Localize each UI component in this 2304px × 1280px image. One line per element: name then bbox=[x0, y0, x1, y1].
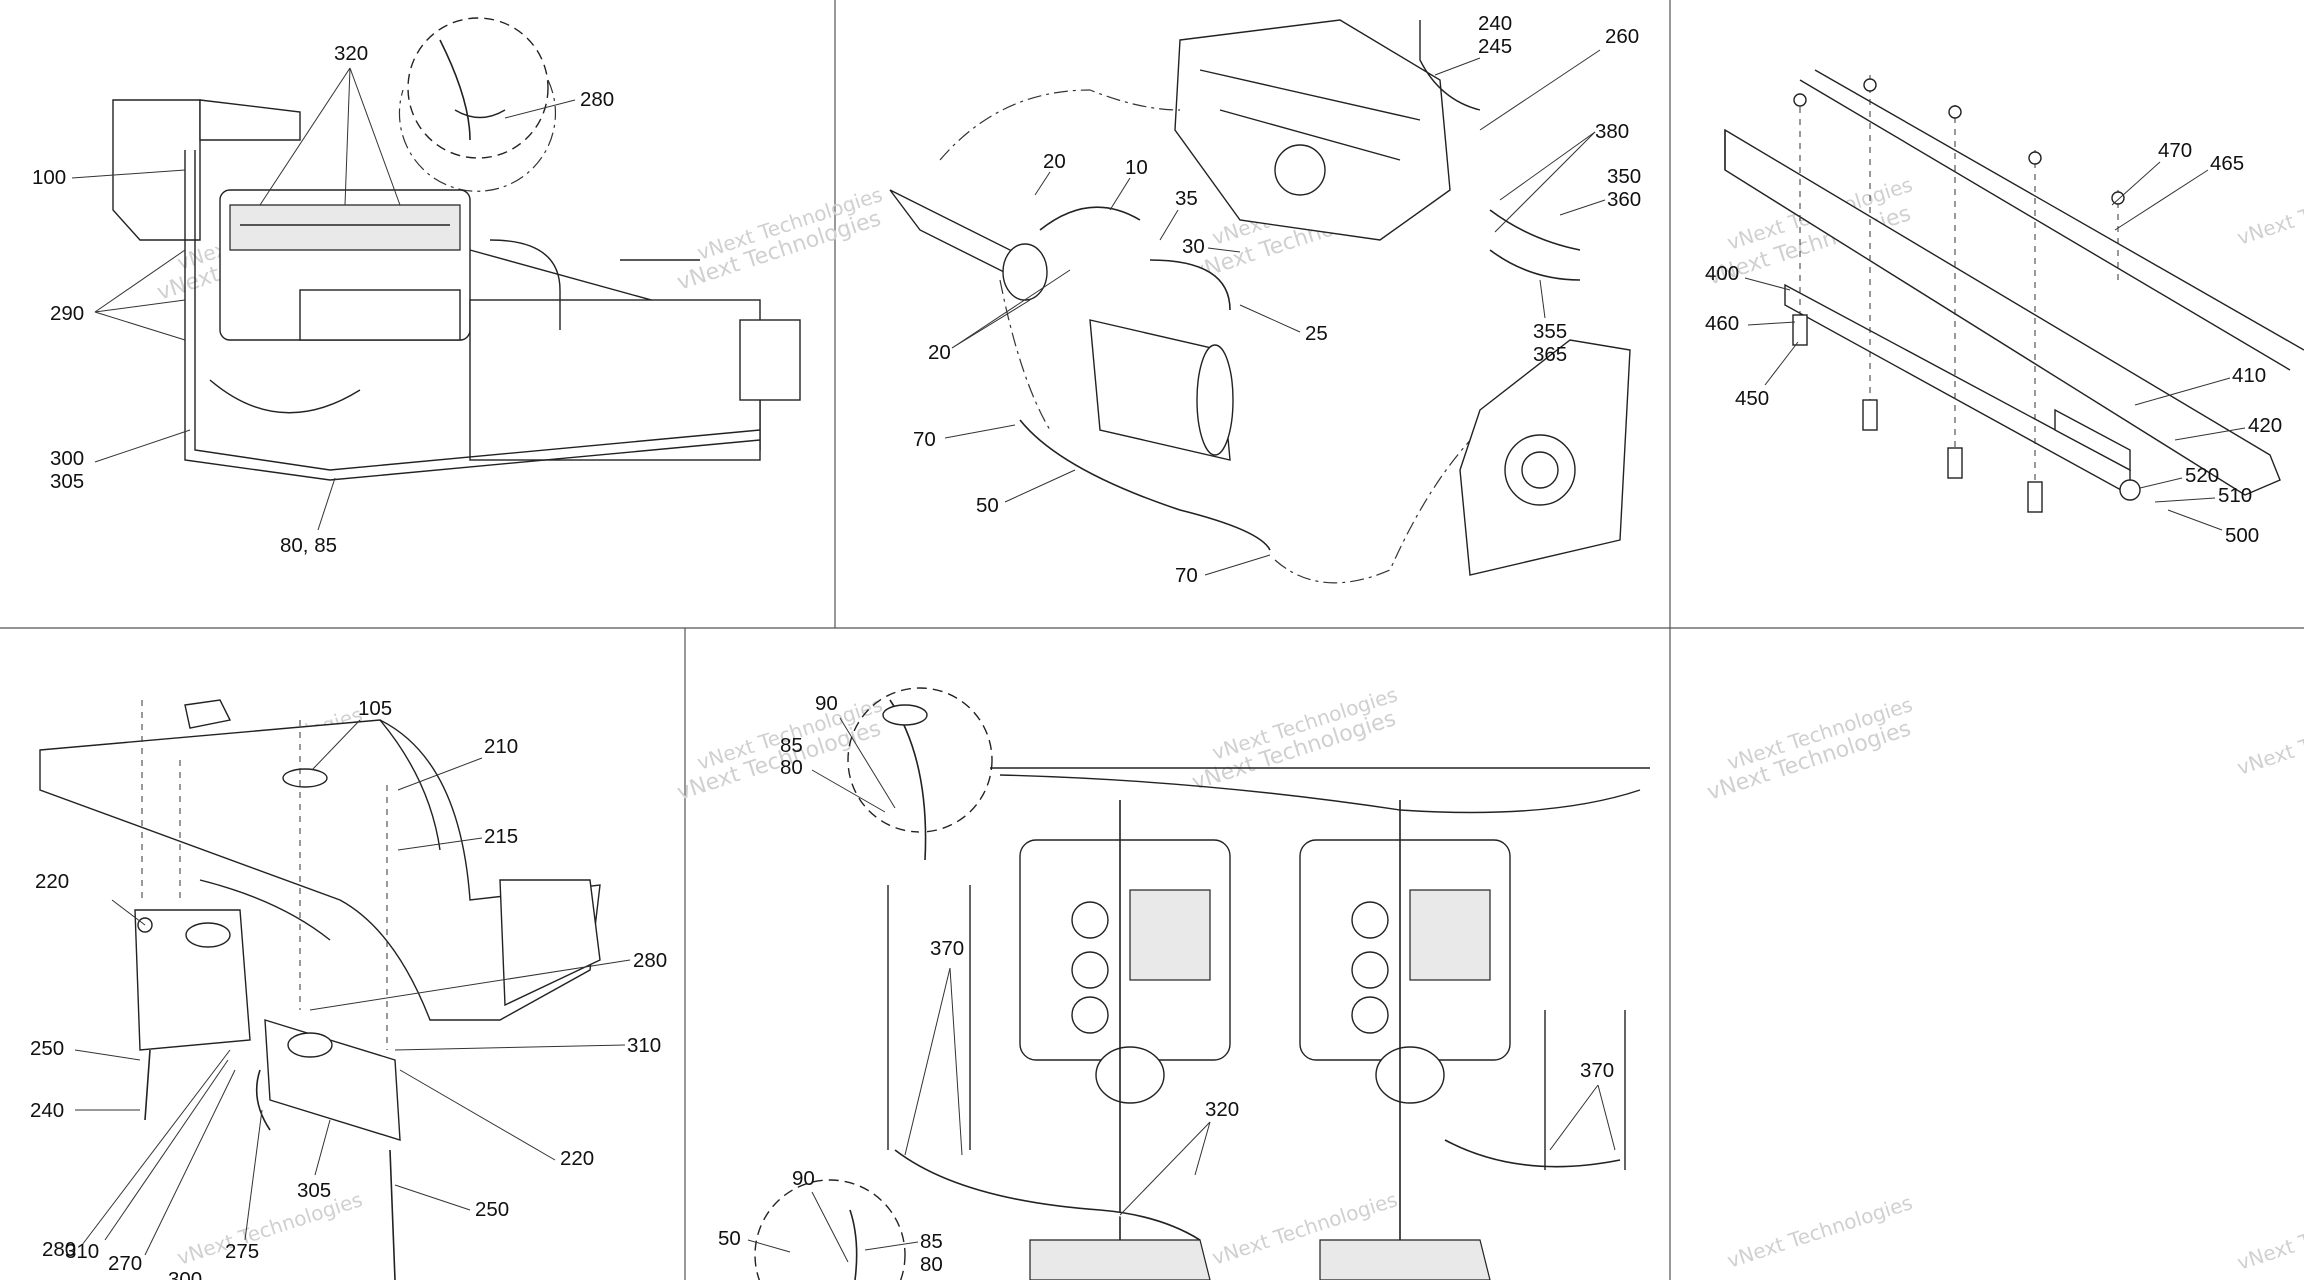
callout-number: 80 bbox=[780, 756, 803, 779]
panel-coolant-reservoir: 105 210 215 220 280 310 250 240 220 250 … bbox=[30, 697, 667, 1280]
watermark-text: vNext Technologies bbox=[1724, 1190, 1915, 1273]
callout-number: 70 bbox=[1175, 564, 1198, 587]
callout-number: 305 bbox=[50, 470, 84, 493]
callout-number: 300 bbox=[50, 447, 84, 470]
callout-number: 365 bbox=[1533, 343, 1567, 366]
callout-number: 320 bbox=[334, 42, 368, 65]
callout-number: 320 bbox=[1205, 1098, 1239, 1121]
callout-number: 85 bbox=[780, 734, 803, 757]
detail-circle-280 bbox=[398, 79, 557, 192]
callout-number: 245 bbox=[1478, 35, 1512, 58]
callout-number: 410 bbox=[2232, 364, 2266, 387]
callout-number: 420 bbox=[2248, 414, 2282, 437]
callout-number: 80, 85 bbox=[280, 534, 337, 557]
callout-number: 240 bbox=[30, 1099, 64, 1122]
callout-number: 220 bbox=[560, 1147, 594, 1170]
callout-number: 30 bbox=[1182, 235, 1205, 258]
callout-number: 25 bbox=[1305, 322, 1328, 345]
hose-left-vertical bbox=[184, 150, 761, 481]
callout-number: 250 bbox=[30, 1037, 64, 1060]
callout-number: 90 bbox=[792, 1167, 815, 1190]
panel-mounting-rail: 470 465 400 460 450 410 420 520 510 500 bbox=[1705, 69, 2304, 547]
callout-number: 35 bbox=[1175, 187, 1198, 210]
callout-number: 215 bbox=[484, 825, 518, 848]
pump-housing bbox=[1459, 339, 1631, 576]
callout-number: 310 bbox=[65, 1240, 99, 1263]
callout-number: 210 bbox=[484, 735, 518, 758]
callout-number: 360 bbox=[1607, 188, 1641, 211]
panel-twin-engine-hoses: 90 85 80 370 320 370 90 50 85 80 bbox=[718, 687, 1650, 1280]
callout-number: 460 bbox=[1705, 312, 1739, 335]
callout-number: 50 bbox=[718, 1227, 741, 1250]
callout-number: 280 bbox=[42, 1238, 76, 1261]
callout-number: 50 bbox=[976, 494, 999, 517]
callout-number: 90 bbox=[815, 692, 838, 715]
callout-number: 310 bbox=[627, 1034, 661, 1057]
callout-number: 355 bbox=[1533, 320, 1567, 343]
callout-number: 85 bbox=[920, 1230, 943, 1253]
watermark-text: vNext Technologies bbox=[2234, 167, 2304, 250]
callout-number: 305 bbox=[297, 1179, 331, 1202]
callout-number: 520 bbox=[2185, 464, 2219, 487]
callout-number: 470 bbox=[2158, 139, 2192, 162]
callout-number: 370 bbox=[930, 937, 964, 960]
callout-number: 500 bbox=[2225, 524, 2259, 547]
bracket-plate bbox=[112, 99, 201, 241]
callout-number: 510 bbox=[2218, 484, 2252, 507]
callout-number: 300 bbox=[168, 1268, 202, 1280]
callout-number: 370 bbox=[1580, 1059, 1614, 1082]
callout-number: 10 bbox=[1125, 156, 1148, 179]
panel-engine-cooling: 100 320 280 290 300 305 80, 85 bbox=[32, 17, 801, 557]
hose-50 bbox=[1019, 419, 1271, 551]
callout-number: 280 bbox=[633, 949, 667, 972]
hose-10 bbox=[1039, 206, 1141, 231]
panel-heat-exchanger: 20 10 35 30 25 20 70 50 70 240 245 260 3… bbox=[889, 12, 1641, 587]
callout-number: 100 bbox=[32, 166, 66, 189]
callout-number: 20 bbox=[928, 341, 951, 364]
engine-sketch bbox=[1174, 19, 1451, 241]
callout-number: 220 bbox=[35, 870, 69, 893]
callout-number: 465 bbox=[2210, 152, 2244, 175]
hose-370-right bbox=[1444, 1139, 1621, 1168]
callout-number: 70 bbox=[913, 428, 936, 451]
pressure-cap bbox=[184, 699, 232, 729]
callout-number: 270 bbox=[108, 1252, 142, 1275]
callout-number: 275 bbox=[225, 1240, 259, 1263]
callout-number: 105 bbox=[358, 697, 392, 720]
transmission bbox=[469, 299, 761, 461]
callout-number: 400 bbox=[1705, 262, 1739, 285]
callout-number: 240 bbox=[1478, 12, 1512, 35]
callout-number: 250 bbox=[475, 1198, 509, 1221]
watermark-text: vNext Technologies bbox=[2234, 1192, 2304, 1275]
callout-number: 380 bbox=[1595, 120, 1629, 143]
reservoir-tank-right bbox=[264, 1019, 401, 1141]
callout-number: 80 bbox=[920, 1253, 943, 1276]
detail-circle-bottom bbox=[754, 1179, 906, 1280]
watermark-text: vNext Technologies bbox=[2234, 697, 2304, 780]
callout-number: 450 bbox=[1735, 387, 1769, 410]
callout-number: 260 bbox=[1605, 25, 1639, 48]
callout-number: 350 bbox=[1607, 165, 1641, 188]
callout-number: 20 bbox=[1043, 150, 1066, 173]
watermark-text: vNext Technologies bbox=[174, 1187, 365, 1270]
hose-370-left bbox=[894, 1149, 1201, 1241]
callout-number: 290 bbox=[50, 302, 84, 325]
callout-number: 280 bbox=[580, 88, 614, 111]
